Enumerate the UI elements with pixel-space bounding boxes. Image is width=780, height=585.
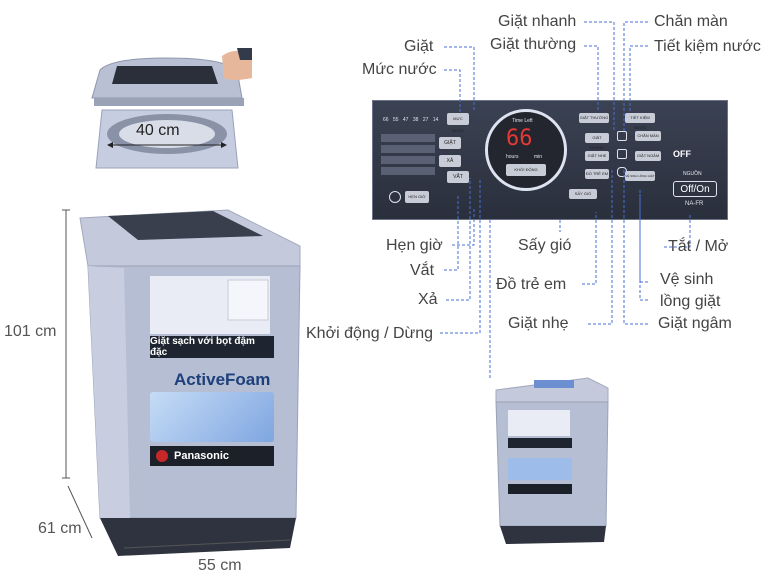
baby-clothes-button[interactable]: ĐỒ TRẺ EM: [585, 169, 609, 179]
gentle-wash-button-label: GIẶT NHẸ: [587, 153, 607, 158]
soak-wash-button-label: GIẶT NGÂM: [636, 153, 660, 158]
callout-quick-wash: Giặt nhanh: [498, 13, 577, 30]
callout-timer: Hẹn giờ: [386, 237, 443, 254]
wash-button[interactable]: GIẶT: [439, 137, 461, 149]
callout-air-dry: Sấy gió: [518, 237, 572, 254]
level-bars: [381, 131, 435, 183]
foam-image: [150, 392, 274, 442]
normal-wash-button-label: GIẶT THƯỜNG: [579, 115, 609, 120]
start-stop-button[interactable]: KHỞI ĐỘNG: [506, 164, 546, 176]
time-left-label: Time Left: [512, 118, 533, 124]
blanket-button-label: CHĂN MÀN: [637, 133, 659, 138]
width-label: 55 cm: [198, 557, 242, 574]
level-38: 38: [412, 117, 419, 123]
level-47: 47: [402, 117, 409, 123]
lid-diameter-arrow: [107, 142, 227, 148]
start-stop-button-label: KHỞI ĐỘNG: [514, 167, 538, 172]
callout-gentle-wash: Giặt nhẹ: [508, 315, 569, 332]
callout-water-level: Mức nước: [362, 61, 437, 78]
model-label: NA-FR: [685, 201, 704, 207]
min-label: min: [534, 154, 543, 160]
rinse-button-label: XẢ: [446, 158, 454, 164]
water-level-button[interactable]: MỰC NƯỚC: [447, 113, 469, 133]
water-saving-button[interactable]: TIẾT KIỆM NƯỚC: [625, 113, 655, 130]
lid-diameter-label: 40 cm: [136, 122, 180, 139]
depth-label: 61 cm: [38, 520, 82, 537]
air-dry-button-label: SẤY GIÓ: [574, 191, 592, 196]
off-badge: OFF: [673, 149, 691, 159]
callout-water-saving: Tiết kiệm nước: [654, 38, 761, 55]
air-dry-button[interactable]: SẤY GIÓ: [569, 189, 597, 199]
baby-clothes-button-label: ĐỒ TRẺ EM: [585, 171, 609, 176]
brand-text: Panasonic: [174, 450, 230, 462]
slogan-banner: Giặt sạch với bọt đậm đặc: [150, 336, 274, 358]
clock-icon: [389, 191, 401, 203]
blanket-button[interactable]: CHĂN MÀN: [635, 131, 661, 141]
callout-wash: Giặt: [404, 38, 434, 55]
activefoam-title: ActiveFoam: [174, 370, 271, 389]
brand-logo: Panasonic: [150, 446, 274, 466]
control-panel: 66 55 47 38 27 14 MỰC NƯỚC GIẶT XẢ VẮT H…: [372, 100, 728, 220]
tub-clean-button-label: VỆ SINH LỒNG GIẶT: [625, 174, 655, 178]
rinse-button[interactable]: XẢ: [439, 155, 461, 167]
brand-badge: [156, 450, 168, 462]
callout-start-stop: Khởi động / Dừng: [306, 325, 434, 342]
height-label: 101 cm: [4, 323, 57, 340]
callout-normal-wash: Giặt thường: [490, 36, 577, 53]
quick-wash-button-label: GIẶT NHANH: [589, 135, 605, 150]
callout-tub-clean-1: Vệ sinh: [660, 271, 714, 288]
sock-icon: [617, 149, 627, 159]
machine-small: [494, 376, 612, 546]
wash-button-label: GIẶT: [444, 140, 456, 146]
spin-button-label: VẮT: [453, 174, 463, 180]
digital-display: 66: [506, 126, 533, 151]
lid-photo: 40 cm: [82, 48, 252, 174]
hours-label: hours: [506, 154, 519, 160]
off-on-button[interactable]: Off/On: [673, 181, 717, 197]
shirt-icon: [617, 131, 627, 141]
callout-spin: Vắt: [410, 262, 435, 279]
spin-button[interactable]: VẮT: [447, 171, 469, 183]
timer-button[interactable]: HẸN GIỜ: [405, 191, 429, 203]
level-55: 55: [392, 117, 399, 123]
off-on-button-label: Off/On: [680, 184, 710, 195]
callout-blanket: Chăn màn: [654, 13, 728, 30]
display-dial: Time Left 66 hours min KHỞI ĐỘNG: [485, 109, 567, 191]
water-level-scale: 66 55 47 38 27 14: [383, 117, 438, 123]
tub-clean-button[interactable]: VỆ SINH LỒNG GIẶT: [625, 171, 655, 181]
callout-tub-clean-2: lồng giặt: [660, 293, 721, 310]
callout-off-on: Tắt / Mở: [668, 238, 729, 255]
callout-rinse: Xả: [418, 291, 438, 308]
normal-wash-button[interactable]: GIẶT THƯỜNG: [579, 113, 609, 123]
water-saving-button-label: TIẾT KIỆM NƯỚC: [630, 115, 650, 130]
quick-wash-button[interactable]: GIẶT NHANH: [585, 133, 609, 150]
off-badge-text: OFF: [673, 149, 691, 159]
water-level-button-label: MỰC NƯỚC: [451, 116, 465, 133]
level-66: 66: [383, 117, 389, 123]
machine-small-body: [495, 377, 609, 544]
level-27: 27: [422, 117, 429, 123]
gentle-wash-button[interactable]: GIẶT NHẸ: [585, 151, 609, 161]
level-14: 14: [432, 117, 439, 123]
slogan-text: Giặt sạch với bọt đậm đặc: [150, 336, 255, 358]
lid-drawing: [82, 48, 252, 174]
timer-button-label: HẸN GIỜ: [408, 194, 426, 199]
callout-soak-wash: Giặt ngâm: [658, 315, 732, 332]
power-label: NGUỒN: [683, 171, 702, 177]
soak-wash-button[interactable]: GIẶT NGÂM: [635, 151, 661, 161]
callout-baby-clothes: Đồ trẻ em: [496, 276, 567, 293]
